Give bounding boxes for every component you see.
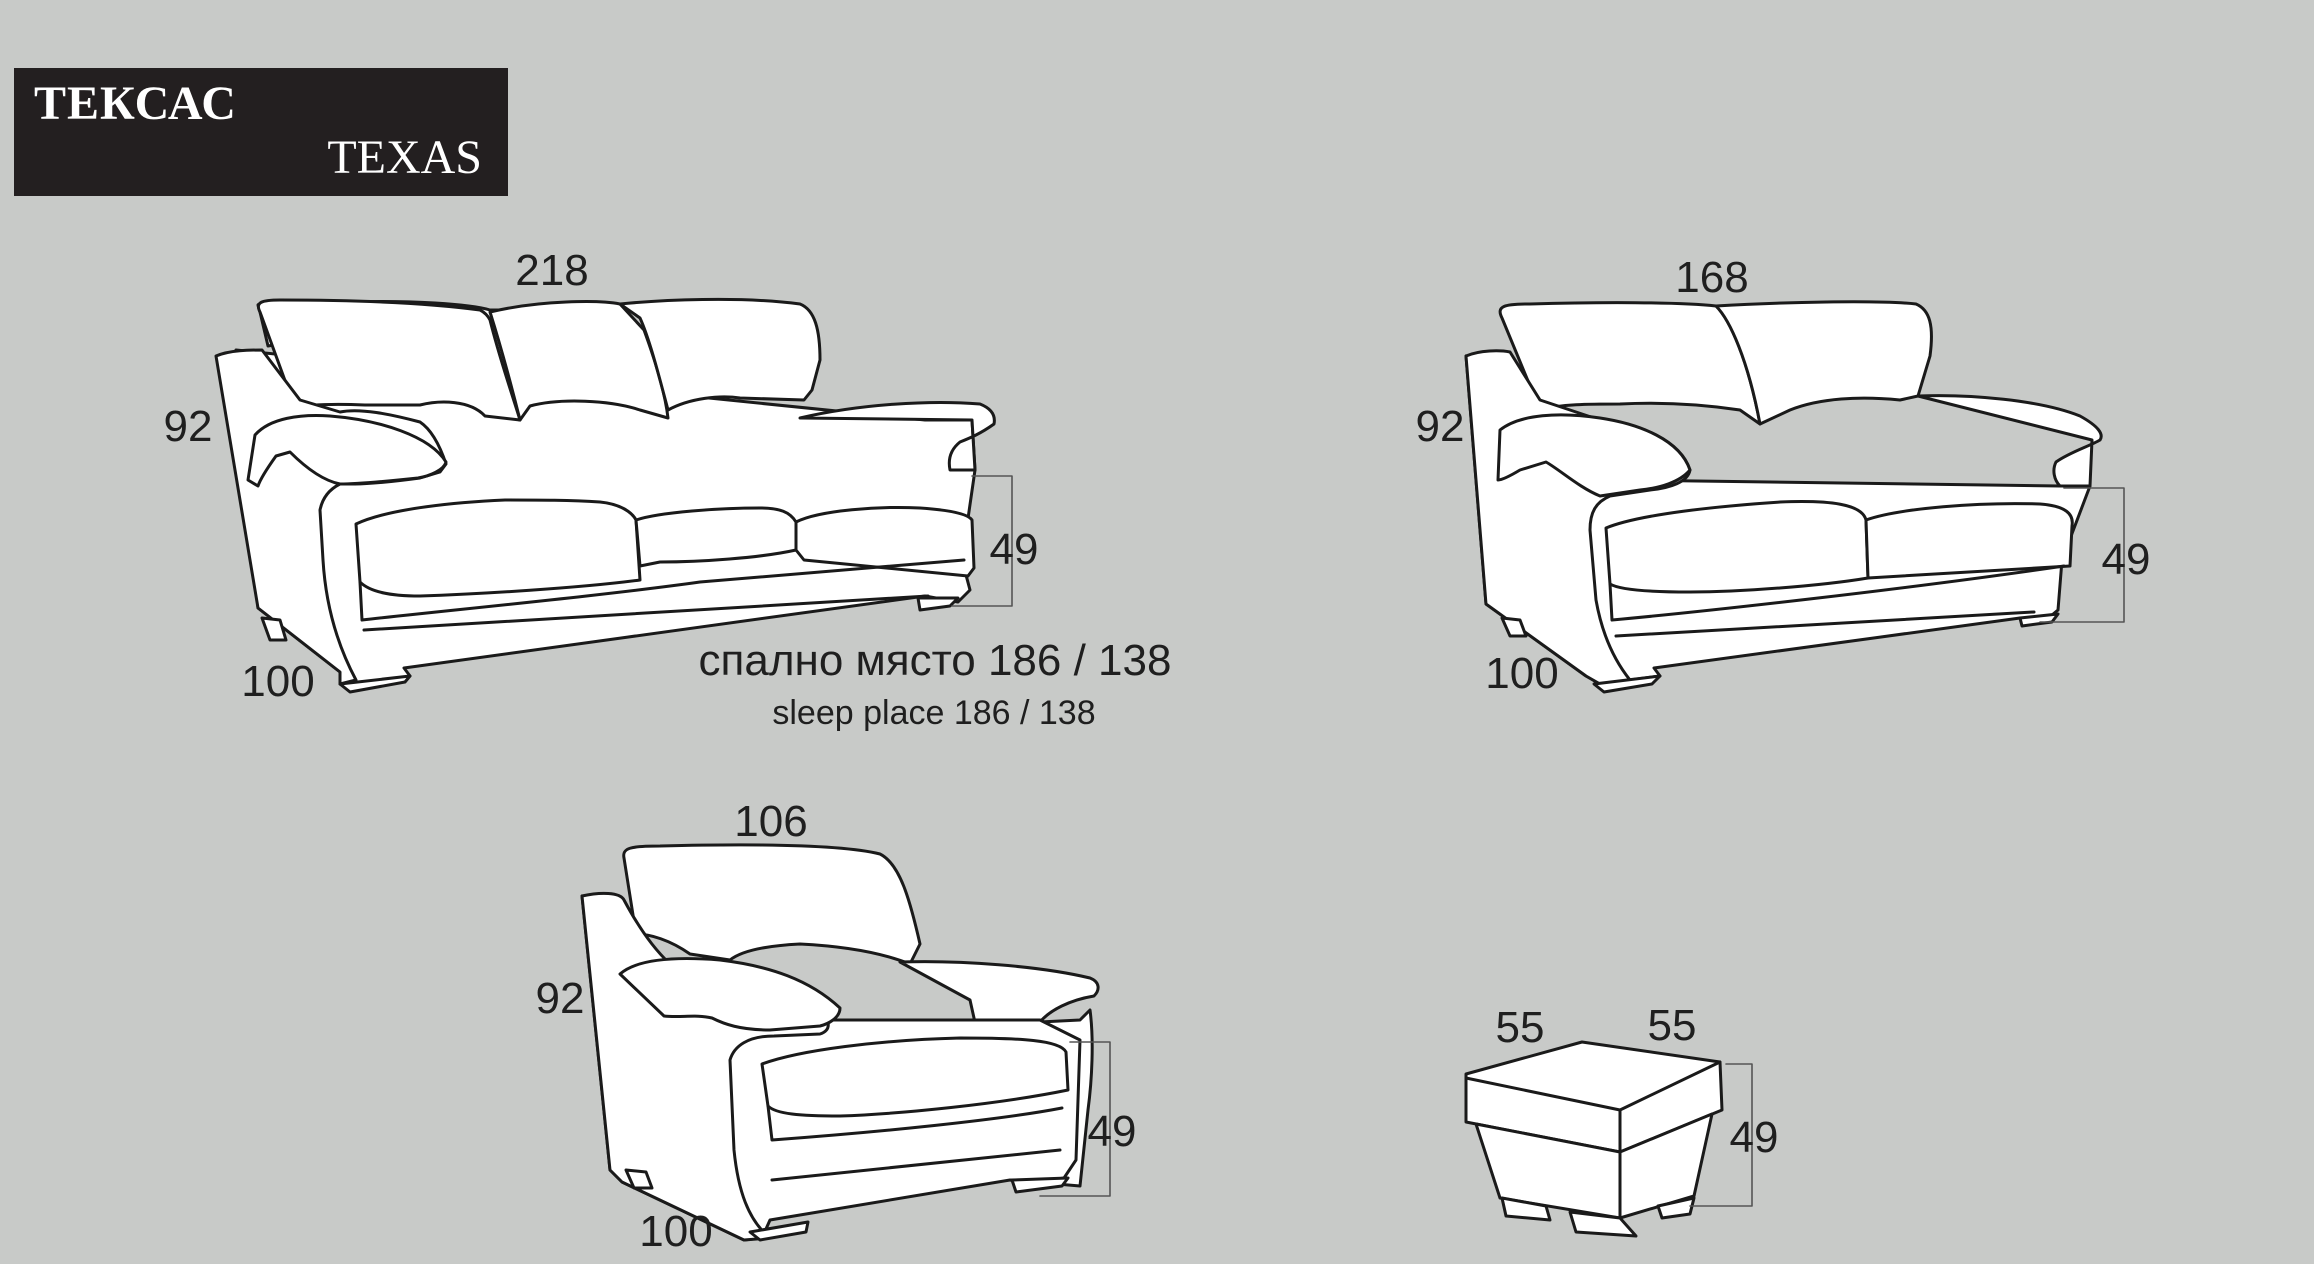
pouf-seat-height-label: 49 (1730, 1113, 1779, 1162)
title-bulgarian: ТЕКСАС (34, 77, 237, 130)
sofa3-seat-height-label: 49 (990, 525, 1039, 574)
sofa-3-seat-drawing (214, 297, 1013, 694)
armchair-depth-label: 100 (639, 1207, 712, 1256)
armchair-height-label: 92 (536, 974, 585, 1023)
armchair-width-label: 106 (734, 797, 807, 846)
sofa3-depth-label: 100 (241, 657, 314, 706)
armchair-drawing (580, 843, 1111, 1242)
sofa3-sleep-place-en: sleep place 186 / 138 (772, 694, 1095, 732)
armchair-seat-height-label: 49 (1088, 1107, 1137, 1156)
sofa3-sleep-place-bg: спално място 186 / 138 (699, 636, 1172, 685)
pouf-depth-label: 55 (1648, 1001, 1697, 1050)
pouf-width-label: 55 (1496, 1003, 1545, 1052)
title-english: TEXAS (327, 131, 482, 184)
sofa-2-seat-drawing (1464, 300, 2125, 694)
title-box: ТЕКСАС TEXAS (14, 68, 508, 196)
pouf-drawing (1464, 1040, 1753, 1238)
sofa2-width-label: 168 (1675, 253, 1748, 302)
sofa3-width-label: 218 (515, 246, 588, 295)
sofa2-seat-height-label: 49 (2102, 535, 2151, 584)
sofa3-height-label: 92 (164, 402, 213, 451)
sofa2-depth-label: 100 (1485, 649, 1558, 698)
sofa2-height-label: 92 (1416, 402, 1465, 451)
